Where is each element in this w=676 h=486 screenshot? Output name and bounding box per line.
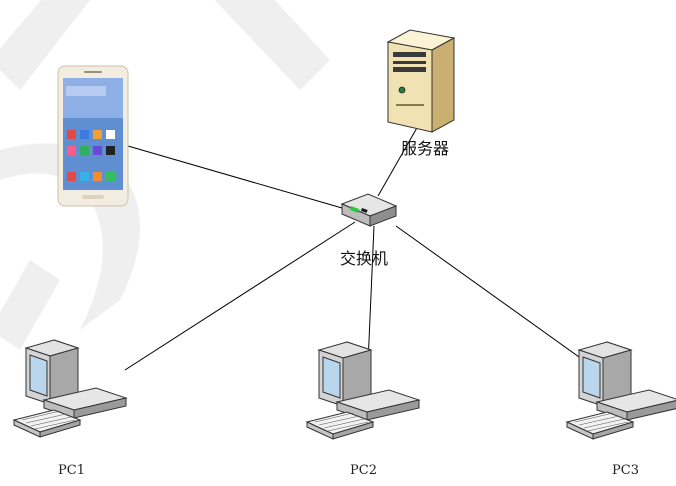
edge-server-switch [377,125,419,197]
pc2-desktop-computer-icon [305,341,421,440]
switch-label: 交换机 [340,249,389,268]
pc1-label: PC1 [58,463,85,478]
edge-pc1-switch [124,221,356,371]
network-switch-icon [340,193,398,227]
connection-lines [124,125,615,383]
pc2-label: PC2 [350,463,377,478]
pc3-desktop-computer-icon [565,341,676,440]
server-tower-icon [386,29,456,133]
smartphone-icon [57,65,129,207]
edge-pc2-switch [367,225,375,365]
pc1-desktop-computer-icon [12,339,128,438]
pc3-label: PC3 [612,463,639,478]
edge-pc3-switch [395,225,615,383]
watermark [0,0,330,350]
edge-phone-switch [127,145,343,209]
server-label: 服务器 [401,139,450,158]
